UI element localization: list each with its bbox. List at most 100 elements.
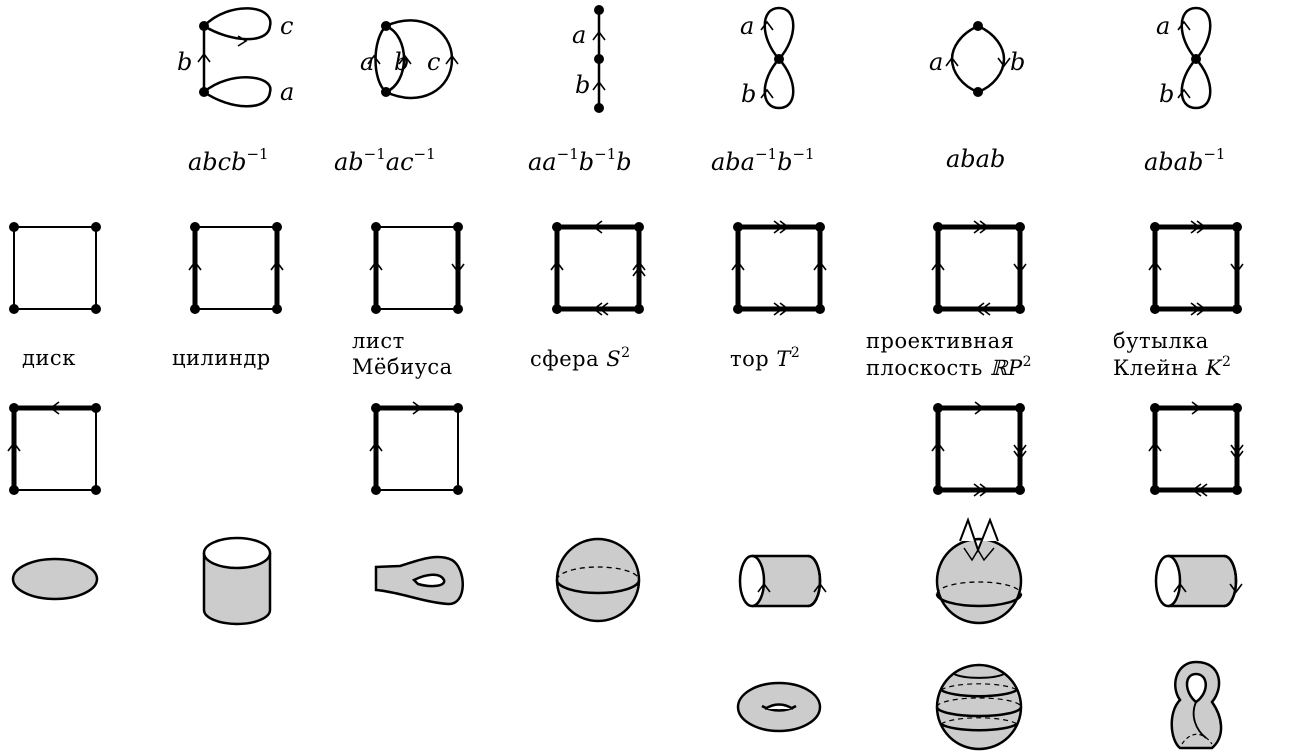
surface-name: цилиндр	[172, 346, 271, 370]
torus-surface	[736, 681, 822, 733]
graph-abacinv	[367, 19, 459, 100]
edge-label-text: a	[360, 48, 375, 76]
edge-label-b: b	[394, 50, 409, 74]
edge-label-b: b	[177, 50, 192, 74]
word-exponent: −1	[754, 145, 778, 163]
edge-label-text: b	[177, 48, 193, 76]
edge-label-a: a	[929, 50, 943, 74]
surface-name-line2: Клейна	[1113, 356, 1199, 381]
surface-label-cylinder: цилиндр	[172, 345, 271, 371]
square-vertices	[9, 222, 1242, 314]
edge-label-b: b	[1010, 50, 1025, 74]
surface-symbol: T	[776, 347, 791, 371]
square-mobius-alt	[369, 401, 459, 491]
surface-symbol: K	[1205, 356, 1222, 381]
square-torus	[731, 220, 827, 316]
edge-label-a: a	[280, 80, 294, 104]
torus-cylinder-surface	[738, 554, 827, 608]
square-klein-alt	[1148, 401, 1244, 497]
word-label: aba−1b−1	[711, 145, 815, 176]
edge-label-text: a	[1156, 12, 1171, 40]
cylinder-surface	[202, 536, 272, 626]
edge-label-a: a	[360, 50, 374, 74]
word-base: ab	[334, 148, 364, 176]
surface-name: бутылка	[1113, 329, 1209, 353]
surface-exponent: 2	[1022, 354, 1033, 371]
word-middle: b	[777, 148, 793, 176]
projective-globe-surface	[935, 663, 1023, 751]
word-exponent: −1	[792, 145, 815, 163]
edge-label-text: c	[280, 12, 294, 40]
surface-label-disk: диск	[22, 345, 76, 371]
surface-name: тор	[730, 347, 770, 371]
word-middle: ac	[385, 148, 414, 176]
square-disk-alt	[7, 401, 97, 491]
disk-surface	[11, 557, 99, 601]
surface-label-projective: проективная плоскость ℝP2	[866, 328, 1032, 382]
edge-label-text: c	[427, 48, 441, 76]
square-sphere	[550, 220, 646, 316]
edge-label-a: a	[740, 14, 754, 38]
klein-bottle-surface	[1170, 660, 1223, 750]
surface-exponent: 2	[1221, 354, 1232, 371]
edge-label-b: b	[575, 73, 590, 97]
word-exponent: −1	[413, 145, 436, 163]
surface-exponent: 2	[790, 345, 801, 361]
edge-label-text: b	[575, 71, 591, 99]
square-projective-alt	[931, 401, 1027, 497]
graph-segment	[592, 5, 606, 113]
word-exponent: −1	[594, 145, 617, 163]
edge-label-text: a	[572, 21, 587, 49]
word-base: aa	[528, 148, 557, 176]
surface-name: диск	[22, 346, 76, 370]
surface-name: проективная	[866, 329, 1015, 353]
graph-abcb	[197, 7, 272, 108]
word-exponent: −1	[363, 145, 386, 163]
edge-label-text: a	[280, 78, 295, 106]
word-label: ab−1ac−1	[334, 145, 436, 176]
word-base: abab	[1144, 148, 1204, 176]
word-label: abcb−1	[188, 147, 269, 176]
word-base: abcb	[188, 148, 247, 176]
word-label: abab	[946, 147, 1005, 171]
edge-label-text: b	[1010, 48, 1026, 76]
square-mobius	[369, 226, 465, 310]
surface-name: сфера	[530, 347, 600, 371]
edge-label-a: a	[1156, 14, 1170, 38]
square-projective	[931, 220, 1027, 316]
surface-name: лист	[352, 329, 405, 353]
word-base: aba	[711, 148, 755, 176]
square-klein	[1148, 220, 1244, 316]
word-exponent: −1	[1203, 145, 1226, 163]
surface-name-line2: плоскость	[866, 356, 983, 381]
edge-label-a: a	[572, 23, 586, 47]
square-disk	[13, 226, 97, 310]
surface-symbol: ℝP	[990, 356, 1023, 381]
surface-label-torus: тор T2	[730, 345, 800, 372]
surface-exponent: 2	[621, 345, 631, 361]
word-exponent: −1	[556, 145, 579, 163]
word-middle: b	[578, 148, 595, 176]
klein-cylinder-surface	[1154, 554, 1243, 608]
edge-label-b: b	[741, 82, 756, 106]
edge-label-text: b	[741, 80, 757, 108]
square-vertices-alt	[9, 403, 1242, 495]
word-label: aa−1b−1b	[528, 145, 632, 176]
graph-eight-klein	[1177, 6, 1212, 110]
mobius-surface	[374, 555, 464, 606]
word-tail: b	[616, 148, 632, 176]
edge-label-c: c	[280, 14, 293, 38]
sphere-surface	[555, 537, 641, 623]
graph-circle	[945, 21, 1011, 97]
edge-label-text: a	[929, 48, 944, 76]
edge-label-text: b	[1159, 80, 1175, 108]
edge-label-text: a	[740, 12, 755, 40]
word-base: abab	[946, 145, 1006, 173]
edge-label-c: c	[427, 50, 440, 74]
word-label: abab−1	[1144, 145, 1226, 176]
edge-label-b: b	[1159, 82, 1174, 106]
